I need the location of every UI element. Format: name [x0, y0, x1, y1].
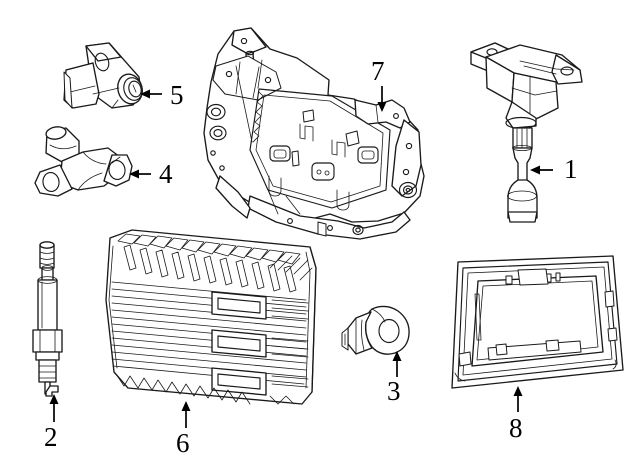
callout-number-8: 8 — [509, 413, 523, 443]
part-spark-plug — [32, 241, 63, 397]
callout-number-3: 3 — [387, 376, 401, 406]
part-crankshaft-position-sensor — [34, 126, 133, 197]
callout-number-7: 7 — [371, 56, 385, 86]
part-ignition-coil — [470, 42, 583, 223]
part-ecm-mounting-bracket — [203, 27, 425, 240]
callout-number-1: 1 — [564, 154, 578, 184]
callout-leaders — [49, 86, 553, 428]
callout-number-2: 2 — [44, 422, 58, 452]
ecm-connector-opening — [211, 291, 267, 396]
callout-number-5: 5 — [170, 80, 184, 110]
part-knock-sensor — [341, 305, 410, 355]
part-camshaft-position-sensor — [63, 42, 143, 109]
callout-number-6: 6 — [176, 428, 190, 458]
part-engine-control-module — [105, 229, 317, 405]
callout-number-4: 4 — [159, 159, 173, 189]
part-ecm-cover-tray — [451, 255, 624, 389]
